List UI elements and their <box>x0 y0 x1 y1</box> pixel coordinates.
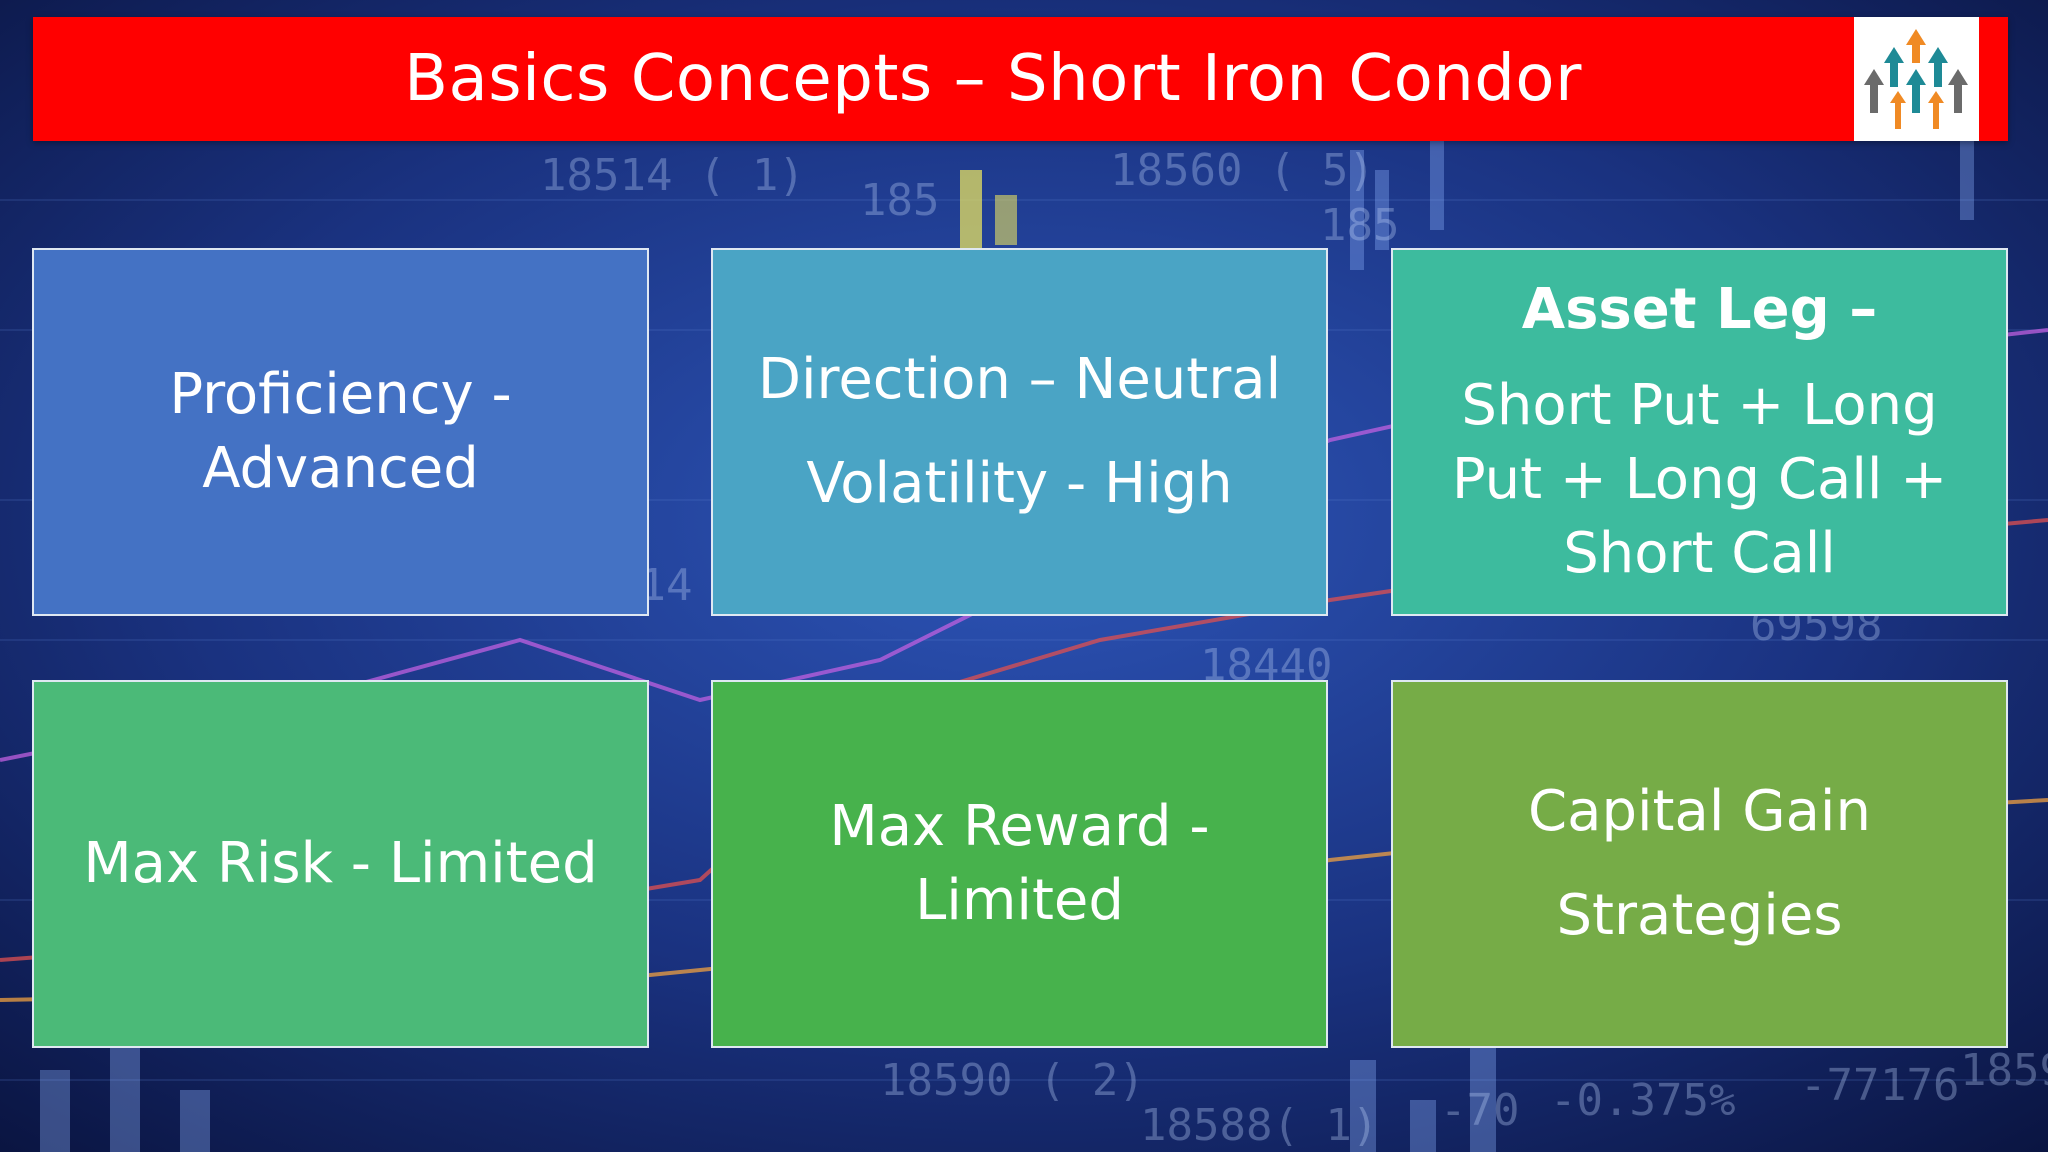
card-max-reward: Max Reward - Limited <box>711 680 1328 1048</box>
card-heading: Asset Leg – <box>1521 277 1878 342</box>
card-text: Direction – Neutral <box>757 347 1282 412</box>
background-number: -0.375% <box>1550 1075 1735 1126</box>
card-proficiency: Proficiency - Advanced <box>32 248 649 616</box>
card-text: Capital Gain <box>1528 779 1871 844</box>
card-text: Max Risk - Limited <box>83 831 598 896</box>
background-number: 176 <box>1880 1060 1959 1111</box>
title-bar: Basics Concepts – Short Iron Condor <box>33 17 2008 141</box>
card-text: Put + Long Call + <box>1451 447 1948 512</box>
page-title: Basics Concepts – Short Iron Condor <box>404 42 1582 116</box>
background-number: 18514 ( 1) <box>540 150 805 201</box>
background-number: 185 <box>860 175 939 226</box>
card-text: Proficiency - <box>169 362 512 427</box>
card-text: Strategies <box>1556 883 1843 948</box>
arrows-up-logo-icon <box>1864 29 1968 129</box>
card-capital-gain: Capital Gain Strategies <box>1391 680 2008 1048</box>
card-direction-volatility: Direction – Neutral Volatility - High <box>711 248 1328 616</box>
card-text: Short Put + Long <box>1461 373 1938 438</box>
card-text: Max Reward - <box>829 794 1210 859</box>
card-text: Short Call <box>1563 521 1836 586</box>
logo <box>1854 17 1979 141</box>
card-text: Limited <box>915 868 1124 933</box>
background-number: 18590 ( 2) <box>880 1055 1145 1106</box>
background-number: 18560 ( 5) <box>1110 145 1375 196</box>
card-max-risk: Max Risk - Limited <box>32 680 649 1048</box>
background-number: 18598 <box>1960 1045 2048 1096</box>
card-text: Volatility - High <box>806 451 1233 516</box>
background-number: 18588( 1) <box>1140 1100 1378 1151</box>
background-number: 185 <box>1320 200 1399 251</box>
card-asset-leg: Asset Leg – Short Put + Long Put + Long … <box>1391 248 2008 616</box>
background-number: -70 <box>1440 1085 1519 1136</box>
card-text: Advanced <box>202 436 479 501</box>
background-number: -77 <box>1800 1060 1879 1111</box>
